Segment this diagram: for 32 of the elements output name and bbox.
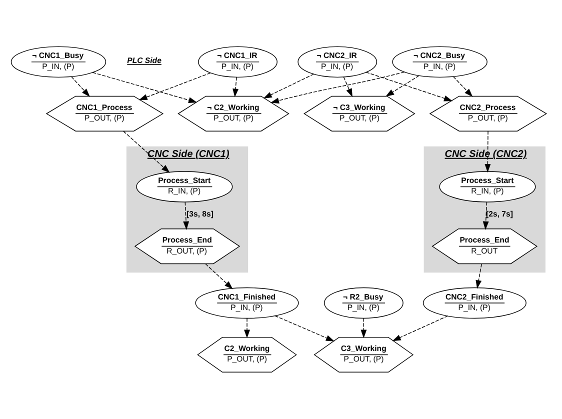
node-ellipse: ¬ CNC1_Busy P_IN, (P): [10, 46, 106, 78]
arrow: [123, 130, 170, 173]
label: PLC Side: [127, 56, 162, 66]
arrow: [244, 318, 250, 338]
arrow: [476, 264, 482, 289]
arrow: [232, 76, 239, 98]
arrow: [386, 75, 420, 97]
arrow: [183, 202, 190, 230]
arrow: [343, 76, 352, 98]
arrow: [482, 202, 489, 230]
arrow: [71, 76, 90, 97]
arrow: [484, 130, 491, 173]
node-ellipse: ¬ CNC2_Busy P_IN, (P): [392, 46, 488, 78]
arrow: [360, 318, 367, 338]
arrow: [205, 264, 233, 290]
arrow: [92, 72, 198, 104]
edge-label: [3s, 8s]: [186, 210, 214, 219]
arrow: [138, 72, 211, 100]
edge-label: [2s, 7s]: [486, 210, 513, 219]
node-ellipse: ¬ CNC2_IR P_IN, (P): [298, 46, 378, 78]
node-ellipse: ¬ R2_Busy P_IN, (P): [324, 287, 404, 319]
arrow: [452, 76, 473, 97]
arrow: [392, 316, 448, 342]
arrow: [274, 315, 334, 342]
arrow: [366, 72, 453, 102]
node-ellipse: Process_Start R_IN, (P): [136, 171, 233, 202]
arrow: [270, 72, 405, 104]
node-ellipse: CNC1_Finished P_IN, (P): [195, 287, 299, 319]
node-ellipse: Process_Start R_IN, (P): [439, 171, 536, 202]
node-ellipse: CNC2_Finished P_IN, (P): [422, 287, 526, 319]
node-ellipse: ¬ CNC1_IR P_IN, (P): [198, 46, 278, 78]
arrow: [263, 74, 314, 99]
